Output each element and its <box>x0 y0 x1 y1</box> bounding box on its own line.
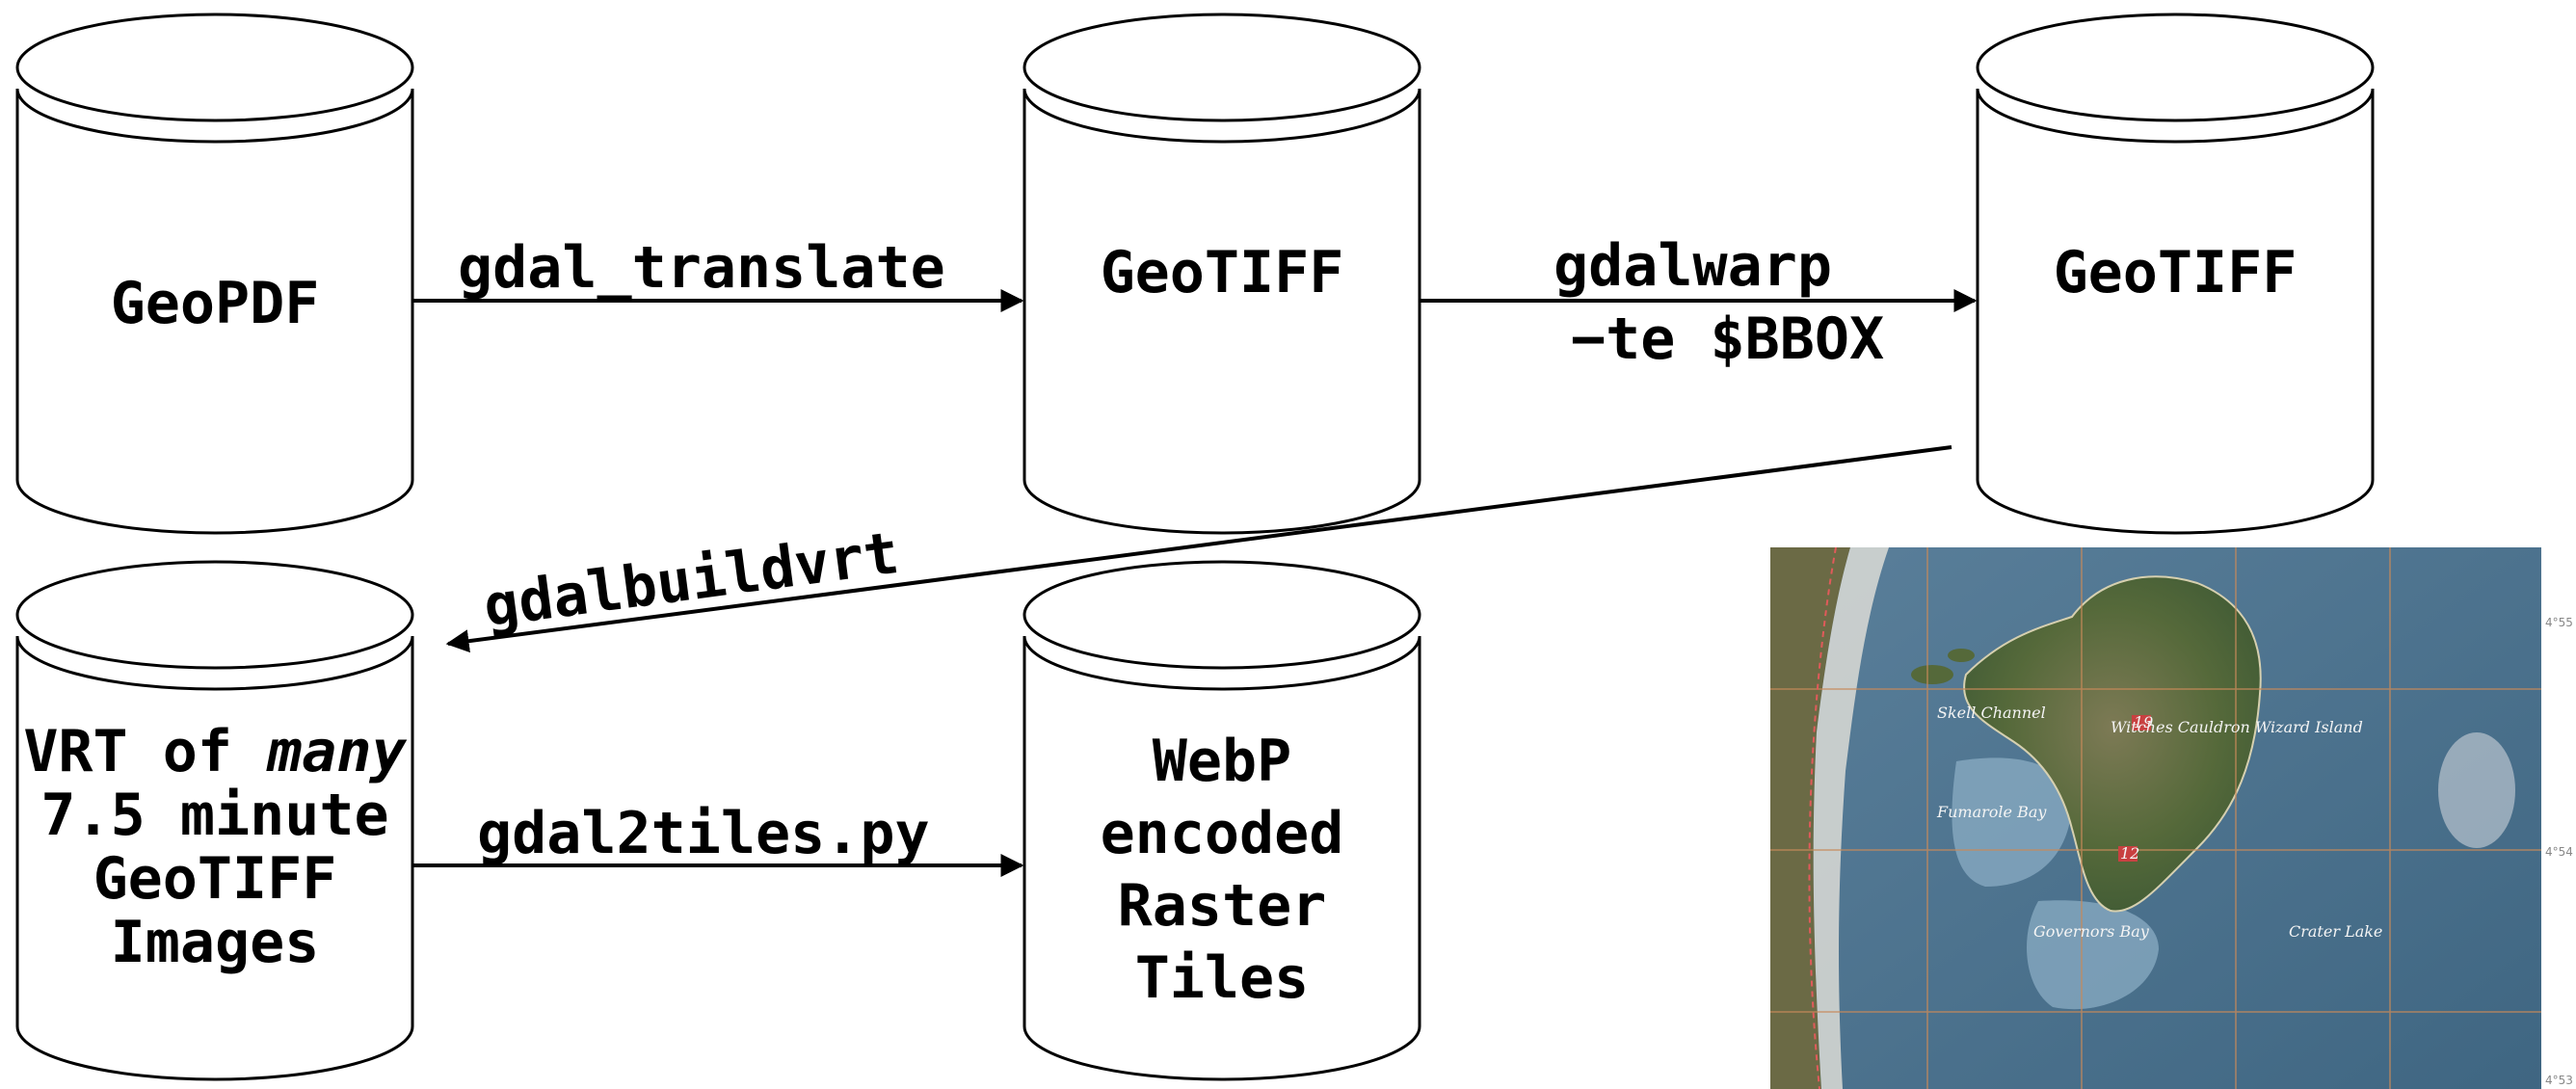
node-webp-line2: encoded <box>1101 800 1344 867</box>
edge-translate-label: gdal_translate <box>458 234 945 302</box>
map-label-fumarole: Fumarole Bay <box>1936 803 2047 821</box>
map-label-channel: Skell Channel <box>1937 704 2046 722</box>
edge-buildvrt-label: gdalbuildvrt <box>480 519 903 641</box>
node-geotiff-1: GeoTIFF <box>1022 13 1421 535</box>
map-cloud <box>2438 732 2515 848</box>
map-fumarole-bay <box>1952 757 2072 887</box>
node-vrt: VRT of many 7.5 minute GeoTIFF Images <box>15 560 414 1081</box>
map-marker-1 <box>2132 715 2151 730</box>
map-left-shore <box>1770 547 1850 1089</box>
map-label-governors: Governors Bay <box>2033 922 2150 941</box>
map-governors-bay <box>2027 900 2159 1010</box>
node-geotiff-2: GeoTIFF <box>1976 13 2375 535</box>
node-webp-line1: WebP <box>1153 728 1292 795</box>
map-tick-1: 4°55 <box>2545 616 2573 629</box>
map-tick-3: 4°53 <box>2545 1074 2573 1087</box>
edge-warp-label-1: gdalwarp <box>1554 232 1832 300</box>
node-vrt-line2: 7.5 minute <box>40 782 388 849</box>
map-marker-2 <box>2118 846 2138 862</box>
edge-buildvrt-arrow <box>445 445 1952 653</box>
map-label-island: Witches Cauldron Wizard Island <box>2111 718 2363 736</box>
map-shoreline <box>1813 547 1889 1089</box>
node-geotiff-2-label: GeoTIFF <box>2054 239 2297 306</box>
node-geotiff-1-label: GeoTIFF <box>1101 239 1344 306</box>
node-webp: WebP encoded Raster Tiles <box>1022 560 1421 1081</box>
map-tick-2: 4°54 <box>2545 845 2573 859</box>
map-marker-1-label: 19 <box>2134 713 2153 731</box>
map-islet-1 <box>1911 665 1953 684</box>
map-marker-2-label: 12 <box>2120 844 2139 863</box>
edge-tiles-label: gdal2tiles.py <box>477 800 930 867</box>
node-vrt-line1: VRT of many <box>23 718 407 785</box>
node-geopdf-label: GeoPDF <box>111 270 320 337</box>
node-vrt-line4: Images <box>111 909 320 976</box>
map-grid <box>1770 547 2541 1089</box>
node-webp-line4: Tiles <box>1135 944 1310 1012</box>
map-label-lake: Crater Lake <box>2289 922 2382 941</box>
map-island <box>1963 575 2262 913</box>
map-islet-2 <box>1948 649 1975 662</box>
node-webp-line3: Raster <box>1118 872 1327 940</box>
node-geopdf: GeoPDF <box>15 13 414 535</box>
node-vrt-line3: GeoTIFF <box>93 845 337 913</box>
edge-warp-label-2: −te $BBOX <box>1571 305 1884 373</box>
map-thumbnail: 19 12 Skell Channel Witches Cauldron Wiz… <box>1770 547 2541 1089</box>
